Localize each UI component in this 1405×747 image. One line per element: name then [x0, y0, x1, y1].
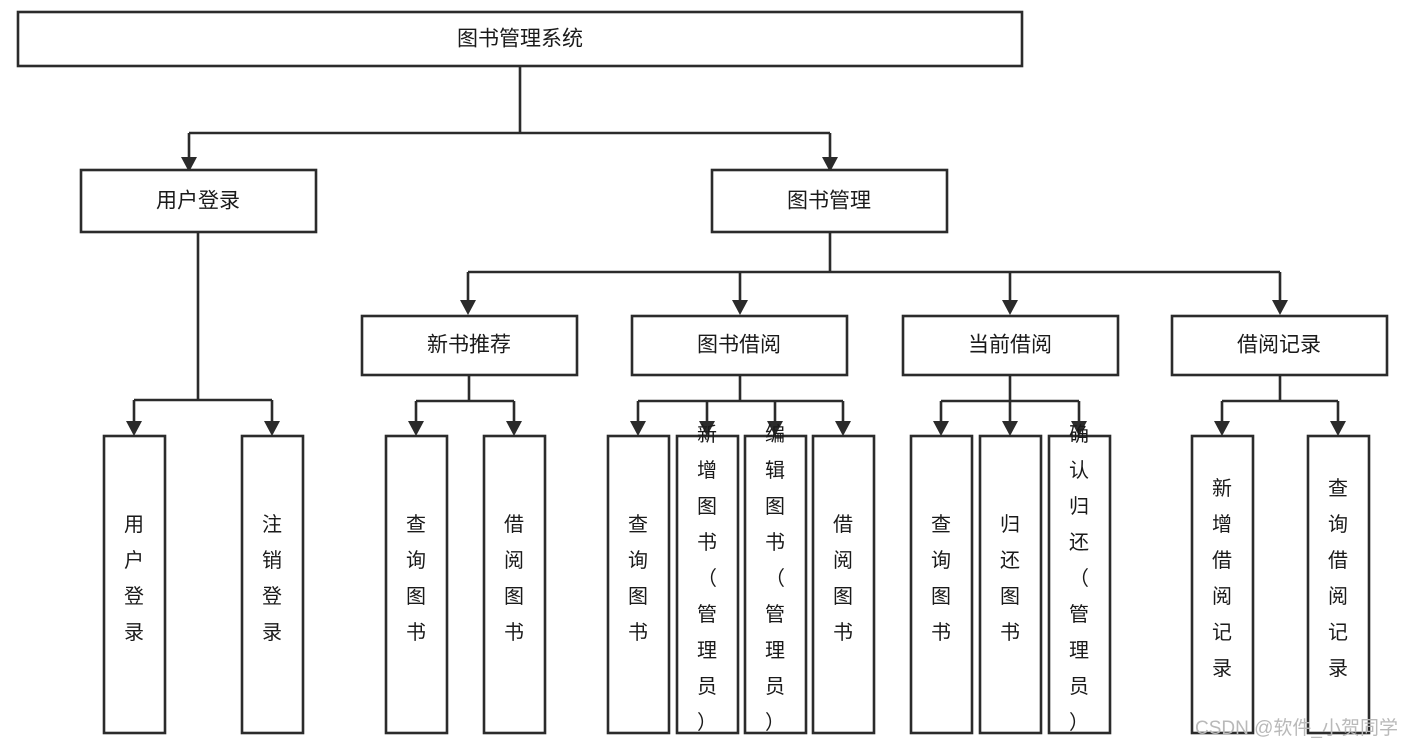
leaf-edit-book-box[interactable]: [743, 434, 808, 735]
leaf-query-book-2-label: 查询图书: [628, 513, 648, 644]
leaf-user-login-box[interactable]: [102, 434, 167, 735]
leaf-user-logout-box[interactable]: [240, 434, 305, 735]
leaf-user-logout[interactable]: 注销登录: [240, 434, 305, 735]
arrow-to-leaf-query-book-3: [933, 421, 949, 436]
leaf-user-login[interactable]: 用户登录: [102, 434, 167, 735]
node-borrow-record[interactable]: 借阅记录: [1170, 314, 1389, 377]
leaf-borrow-book-2-label: 借阅图书: [833, 513, 853, 644]
arrow-to-leaf-query-book-2: [630, 421, 646, 436]
connector-borrow-record-to-leaves: [1220, 375, 1340, 421]
node-current-borrow-label: 当前借阅: [968, 334, 1052, 357]
leaf-edit-book[interactable]: 编辑图书（管理员）: [743, 423, 808, 735]
node-user-login-label: 用户登录: [156, 190, 240, 213]
arrow-to-leaf-query-book-1: [408, 421, 424, 436]
arrow-to-leaf-borrow-book-2: [835, 421, 851, 436]
leaf-add-book[interactable]: 新增图书（管理员）: [675, 423, 740, 735]
arrow-to-book-manage: [822, 157, 838, 172]
leaf-query-record-box[interactable]: [1306, 434, 1371, 735]
arrow-to-leaf-return-book: [1002, 421, 1018, 436]
arrow-to-leaf-user-logout: [264, 421, 280, 436]
watermark-text: CSDN @软件_小贺同学: [1195, 717, 1398, 739]
arrow-to-leaf-user-login: [126, 421, 142, 436]
arrow-to-leaf-add-book: [699, 421, 715, 436]
node-root-box[interactable]: [16, 10, 1024, 68]
arrow-to-user-login: [181, 157, 197, 172]
leaf-query-book-2-box[interactable]: [606, 434, 671, 735]
arrow-to-leaf-add-record: [1214, 421, 1230, 436]
leaf-borrow-book-2[interactable]: 借阅图书: [811, 434, 876, 735]
leaf-query-book-3-box[interactable]: [909, 434, 974, 735]
leaf-query-book-3[interactable]: 查询图书: [909, 434, 974, 735]
leaf-query-record-label: 查询借阅记录: [1328, 477, 1348, 680]
leaf-query-book-2[interactable]: 查询图书: [606, 434, 671, 735]
leaf-borrow-book-1[interactable]: 借阅图书: [482, 434, 547, 735]
arrow-to-leaf-edit-book: [767, 421, 783, 436]
arrow-to-leaf-confirm-return: [1071, 421, 1087, 436]
connector-book-manage-to-level3: [466, 232, 1282, 300]
arrow-to-book-borrow: [732, 300, 748, 315]
leaf-query-book-1[interactable]: 查询图书: [384, 434, 449, 735]
node-borrow-record-label: 借阅记录: [1237, 334, 1321, 357]
leaf-edit-book-label: 编辑图书（管理员）: [765, 423, 785, 734]
node-current-borrow-box[interactable]: [901, 314, 1120, 377]
leaf-add-record[interactable]: 新增借阅记录: [1190, 434, 1255, 735]
node-root-label: 图书管理系统: [457, 28, 583, 51]
connector-new-book-to-leaves: [414, 375, 516, 421]
leaf-borrow-book-1-box[interactable]: [482, 434, 547, 735]
node-book-borrow[interactable]: 图书借阅: [630, 314, 849, 377]
leaf-query-book-1-box[interactable]: [384, 434, 449, 735]
connector-layer: [126, 66, 1346, 436]
leaf-borrow-book-2-box[interactable]: [811, 434, 876, 735]
leaf-add-book-label: 新增图书（管理员）: [697, 423, 717, 734]
leaf-user-login-label: 用户登录: [124, 514, 144, 644]
node-new-book-recommend-label: 新书推荐: [427, 334, 511, 357]
node-book-manage-box[interactable]: [710, 168, 949, 234]
leaf-query-book-3-label: 查询图书: [931, 513, 951, 644]
node-current-borrow[interactable]: 当前借阅: [901, 314, 1120, 377]
node-book-borrow-box[interactable]: [630, 314, 849, 377]
leaf-confirm-return-label: 确认归还（管理员）: [1069, 423, 1089, 734]
connector-user-login-to-leaves: [132, 232, 274, 421]
arrow-to-current-borrow: [1002, 300, 1018, 315]
leaf-query-book-1-label: 查询图书: [406, 513, 426, 644]
leaf-add-record-box[interactable]: [1190, 434, 1255, 735]
leaf-return-book[interactable]: 归还图书: [978, 434, 1043, 735]
connector-root-to-level2: [187, 66, 832, 157]
node-book-borrow-label: 图书借阅: [697, 334, 781, 357]
connector-current-borrow-to-leaves: [939, 375, 1081, 421]
leaf-add-book-box[interactable]: [675, 434, 740, 735]
node-root[interactable]: 图书管理系统: [16, 10, 1024, 68]
node-new-book-recommend-box[interactable]: [360, 314, 579, 377]
leaf-return-book-label: 归还图书: [1000, 513, 1020, 644]
node-user-login-box[interactable]: [79, 168, 318, 234]
arrow-to-leaf-borrow-book-1: [506, 421, 522, 436]
arrow-to-new-book-recommend: [460, 300, 476, 315]
leaf-add-record-label: 新增借阅记录: [1212, 477, 1232, 680]
node-book-manage-label: 图书管理: [787, 190, 871, 213]
node-book-manage[interactable]: 图书管理: [710, 168, 949, 234]
node-new-book-recommend[interactable]: 新书推荐: [360, 314, 579, 377]
arrow-to-leaf-query-record: [1330, 421, 1346, 436]
leaf-user-logout-label: 注销登录: [262, 513, 282, 644]
leaf-query-record[interactable]: 查询借阅记录: [1306, 434, 1371, 735]
node-user-login[interactable]: 用户登录: [79, 168, 318, 234]
node-borrow-record-box[interactable]: [1170, 314, 1389, 377]
leaf-borrow-book-1-label: 借阅图书: [504, 513, 524, 644]
arrow-to-borrow-record: [1272, 300, 1288, 315]
leaf-return-book-box[interactable]: [978, 434, 1043, 735]
connector-book-borrow-to-leaves: [636, 375, 845, 421]
leaf-confirm-return[interactable]: 确认归还（管理员）: [1047, 423, 1112, 735]
leaf-confirm-return-box[interactable]: [1047, 434, 1112, 735]
